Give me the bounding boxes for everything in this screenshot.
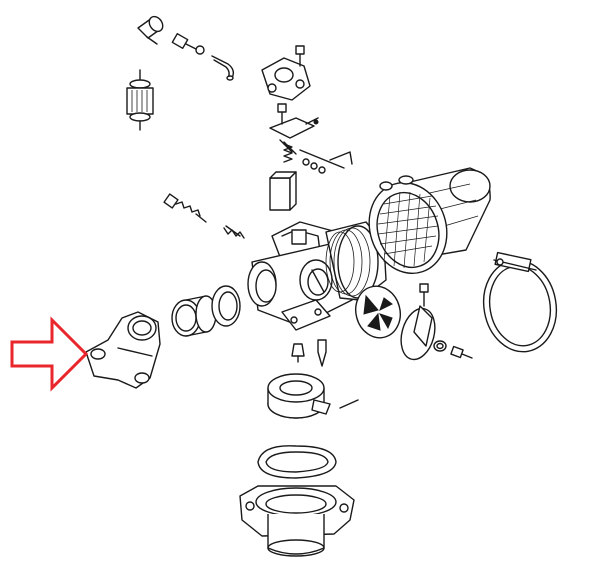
air-filter-icon	[368, 167, 491, 274]
gasket-icon	[257, 445, 337, 479]
hose-icon	[211, 55, 235, 81]
sleeve-icon	[171, 295, 217, 337]
ring-icon	[267, 373, 359, 419]
disc-icon	[355, 285, 401, 339]
arrow-right-icon	[10, 316, 89, 392]
fuel-filter-icon	[126, 69, 154, 131]
screw-icon	[163, 193, 207, 223]
valve-icon	[400, 283, 473, 361]
screw-icon	[171, 32, 205, 55]
float-icon	[269, 171, 297, 211]
filter-cap-icon	[137, 15, 164, 45]
o-ring-icon	[211, 285, 241, 327]
cover-icon	[261, 45, 311, 101]
bowl-icon	[239, 485, 355, 557]
carburetor-icon	[247, 221, 387, 331]
clamp-icon	[482, 251, 558, 353]
jet-icon	[291, 339, 327, 367]
spring-icon	[223, 225, 245, 239]
manifold-icon	[85, 311, 161, 389]
mesh-icon	[377, 191, 439, 269]
lever-icon	[269, 103, 353, 174]
